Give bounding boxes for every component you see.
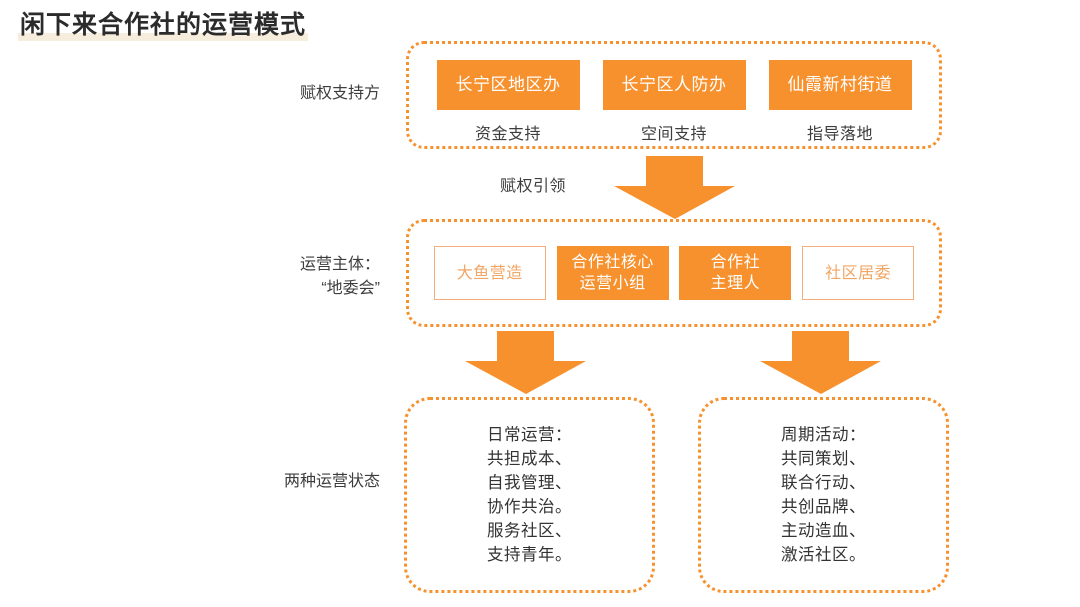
top-cell: 长宁区人防办 空间支持	[594, 60, 754, 144]
group-empowering-supporters: 长宁区地区办 资金支持 长宁区人防办 空间支持 仙霞新村街道 指导落地	[406, 41, 942, 149]
arrow-shaft	[646, 156, 703, 186]
actor-chip-community-committee[interactable]: 社区居委	[802, 246, 915, 300]
top-cell-list: 长宁区地区办 资金支持 长宁区人防办 空间支持 仙霞新村街道 指导落地	[409, 44, 939, 146]
actor-chip-dayu-construction[interactable]: 大鱼营造	[433, 246, 546, 300]
org-chip-civil-defense-office[interactable]: 长宁区人防办	[602, 60, 746, 110]
org-chip-xianxia-subdistrict[interactable]: 仙霞新村街道	[768, 60, 912, 110]
arrow-head	[760, 361, 881, 394]
arrow-head	[614, 186, 735, 219]
arrow-down-icon	[614, 156, 736, 219]
row-label-operating-states: 两种运营状态	[283, 473, 380, 490]
page-title: 闲下来合作社的运营模式	[18, 8, 309, 42]
org-caption-space-support: 空间支持	[640, 126, 707, 143]
arrow-head	[465, 361, 586, 394]
arrow-down-icon	[760, 331, 882, 394]
connector-label-empowerment: 赋权引领	[500, 178, 567, 195]
outcome-text-daily-operations: 日常运营： 共担成本、 自我管理、 协作共治。 服务社区、 支持青年。	[487, 426, 572, 564]
page-title-text: 闲下来合作社的运营模式	[18, 11, 309, 41]
arrow-shaft	[792, 331, 849, 361]
group-operating-body: 大鱼营造 合作社核心 运营小组 合作社 主理人 社区居委	[406, 219, 942, 327]
outcome-text-periodic-activities: 周期活动： 共同策划、 联合行动、 共创品牌、 主动造血、 激活社区。	[781, 426, 866, 564]
top-cell: 仙霞新村街道 指导落地	[760, 60, 920, 144]
arrow-down-icon	[465, 331, 587, 394]
group-daily-operations: 日常运营： 共担成本、 自我管理、 协作共治。 服务社区、 支持青年。	[404, 397, 655, 593]
actor-chip-core-operating-team[interactable]: 合作社核心 运营小组	[556, 246, 669, 300]
row-label-operating-body: 运营主体： “地委会”	[299, 256, 380, 297]
actor-chip-coop-host[interactable]: 合作社 主理人	[679, 246, 792, 300]
middle-cell-list: 大鱼营造 合作社核心 运营小组 合作社 主理人 社区居委	[409, 222, 939, 324]
group-periodic-activities: 周期活动： 共同策划、 联合行动、 共创品牌、 主动造血、 激活社区。	[698, 397, 949, 593]
org-chip-district-office[interactable]: 长宁区地区办	[436, 60, 580, 110]
row-label-empowering-supporters: 赋权支持方	[299, 85, 380, 102]
arrow-shaft	[497, 331, 554, 361]
top-cell: 长宁区地区办 资金支持	[428, 60, 588, 144]
org-caption-guidance-implementation: 指导落地	[806, 126, 873, 143]
org-caption-funding-support: 资金支持	[474, 126, 541, 143]
